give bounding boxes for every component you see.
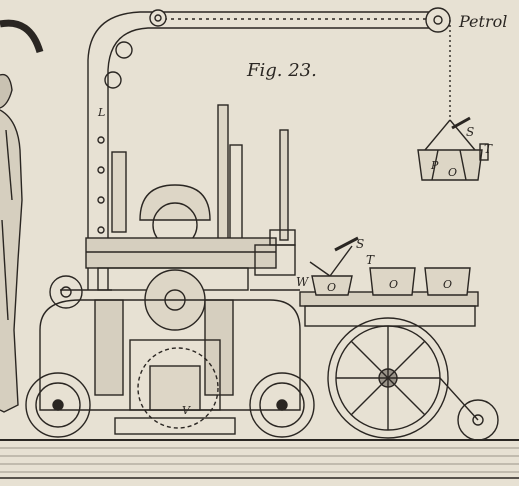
label-w: W — [296, 275, 310, 289]
hanging-basket — [417, 116, 489, 181]
cart — [299, 236, 499, 441]
label-o-cart: O — [327, 281, 336, 294]
label-v: V — [182, 404, 191, 417]
engine-frame-and-wheels — [25, 299, 315, 438]
label-t-cart: T — [366, 253, 375, 267]
label-o-box2: O — [443, 278, 452, 291]
figure-title: Fig. 23. — [246, 60, 317, 81]
label-t-hook: T — [484, 142, 493, 156]
label-s-cart: S — [356, 237, 364, 251]
label-petroleum: Petrol — [458, 12, 507, 31]
label-p: P — [430, 159, 439, 172]
label-s-hook: S — [466, 125, 474, 139]
worker-figure — [0, 73, 23, 413]
pulley-and-chain — [425, 7, 451, 120]
crane-boom — [87, 9, 445, 290]
hose-pipe — [0, 19, 44, 54]
label-o-hook: O — [448, 166, 457, 179]
label-o-box1: O — [389, 278, 398, 291]
ground-hatching — [0, 439, 519, 479]
label-l: L — [97, 106, 105, 119]
